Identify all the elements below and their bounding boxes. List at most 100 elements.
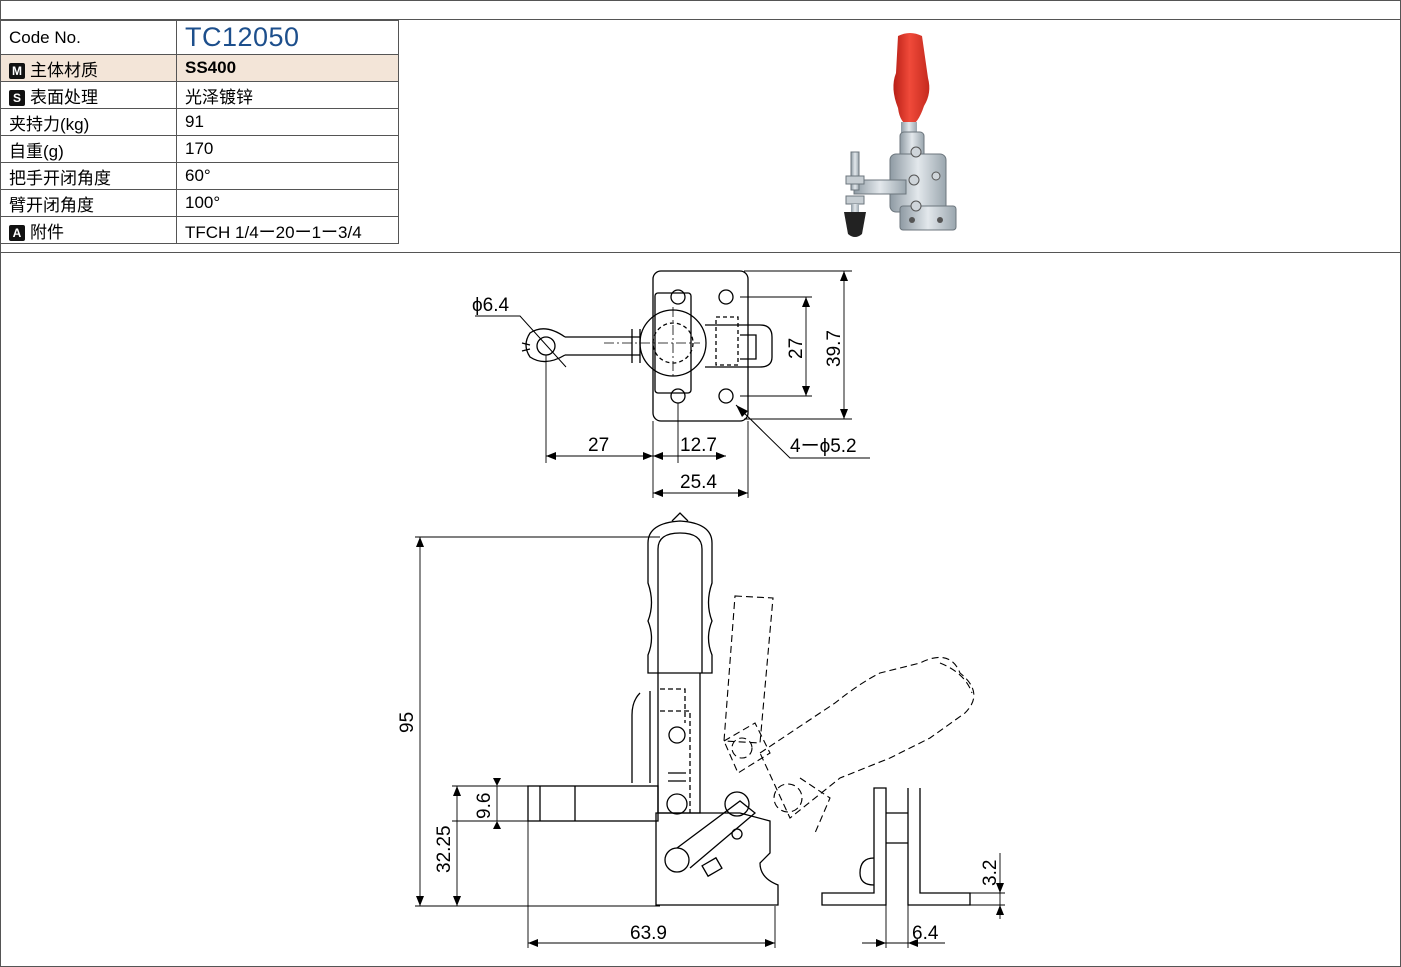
side-view [415, 512, 975, 948]
badge-a-icon: A [9, 224, 25, 241]
rubber-tip [844, 212, 866, 237]
ext-line [740, 296, 812, 397]
ext-line [885, 905, 909, 948]
dim-25-4: 25.4 [680, 472, 717, 493]
dim-27-horizontal: 27 [588, 435, 609, 456]
dim-6-4: 6.4 [912, 923, 939, 944]
ext-line [527, 821, 776, 948]
spec-value: 60° [176, 162, 399, 190]
leader-line [735, 404, 870, 459]
top-divider [0, 19, 1401, 20]
ext-line [545, 355, 749, 498]
top-arm [565, 336, 640, 356]
slot-mark [521, 342, 531, 352]
end-link [886, 812, 908, 844]
ext-line [452, 785, 528, 822]
spindle-nut [845, 175, 865, 185]
spec-value: TFCH 1/4ー20ー1ー3/4 [176, 216, 399, 244]
pivot-icon [668, 726, 686, 744]
tick-mark [668, 772, 686, 782]
grip-tip [671, 512, 689, 522]
spec-label: 臂开闭角度 [0, 189, 177, 217]
phantom-handle [723, 595, 975, 834]
pivot-icon [910, 146, 922, 158]
spec-row-weight: 自重(g) 170 [0, 135, 399, 163]
top-handle-loop [705, 324, 773, 368]
spec-label: 自重(g) [0, 135, 177, 163]
centerline [604, 307, 700, 377]
side-grip-inner [657, 532, 703, 673]
leader-line [475, 315, 567, 368]
side-arm [527, 785, 659, 822]
side-hidden [660, 688, 691, 813]
spec-label: 夹持力(kg) [0, 108, 177, 136]
technical-drawing: ϕ6.4 27 39.7 27 12.7 25.4 4ーϕ5.2 95 9.6 … [397, 270, 1005, 948]
spec-row-code: Code No. TC12050 [0, 20, 399, 55]
mount-hole-icon [670, 388, 686, 404]
grip-neck [901, 122, 917, 134]
dim-39-7: 39.7 [824, 330, 845, 367]
dim-95: 95 [397, 712, 418, 733]
pivot-icon [724, 791, 750, 817]
ext-line [970, 892, 1005, 906]
pivot-icon [666, 793, 688, 815]
section-divider [0, 252, 1401, 253]
side-bracket [631, 691, 651, 783]
product-photo [844, 33, 957, 237]
dim-27-vertical: 27 [786, 338, 807, 359]
pivot-icon [908, 174, 920, 186]
mount-hole-icon [718, 289, 734, 305]
dim-63-9: 63.9 [630, 923, 667, 944]
side-grip [647, 520, 713, 674]
ext-line [744, 270, 852, 420]
spec-value: SS400 [176, 54, 399, 82]
stop-block [701, 856, 723, 878]
spec-row-force: 夹持力(kg) 91 [0, 108, 399, 136]
dim-32-25: 32.25 [434, 825, 455, 873]
dim-3-2: 3.2 [980, 860, 1001, 886]
spec-value: 光泽镀锌 [176, 81, 399, 109]
badge-s-icon: S [9, 89, 25, 106]
spec-value: TC12050 [176, 20, 399, 55]
mount-hole-icon [718, 388, 734, 404]
spec-label: 把手开闭角度 [0, 162, 177, 190]
top-hidden-link [715, 316, 739, 366]
mount-hole-icon [937, 217, 943, 223]
top-arm-end [631, 329, 641, 363]
spindle-nut [845, 195, 865, 205]
base-plate [899, 205, 957, 231]
side-base-body [655, 812, 779, 906]
mount-hole-icon [909, 217, 915, 223]
spindle-tip [851, 204, 859, 212]
spec-row-arm-angle: 臂开闭角度 100° [0, 189, 399, 217]
dim-9-6: 9.6 [474, 793, 495, 819]
side-arm-step [539, 786, 576, 821]
spindle-eye [525, 328, 566, 363]
spec-value: 100° [176, 189, 399, 217]
code-number: TC12050 [185, 22, 300, 52]
mount-hole-icon [670, 289, 686, 305]
spec-label: Code No. [0, 20, 177, 55]
side-link [676, 800, 757, 869]
pivot-icon [664, 847, 690, 873]
spec-value: 170 [176, 135, 399, 163]
spec-row-handle-angle: 把手开闭角度 60° [0, 162, 399, 190]
dim-phi-6-4: ϕ6.4 [472, 295, 509, 316]
ext-line [415, 536, 660, 907]
end-bracket-right [907, 788, 971, 906]
red-grip [893, 33, 930, 126]
badge-m-icon: M [9, 62, 25, 79]
end-bracket-left [821, 787, 887, 906]
pivot-icon [910, 200, 922, 212]
pivot-icon [931, 171, 941, 181]
dim-holes: 4ーϕ5.2 [790, 436, 857, 457]
top-link [740, 334, 757, 360]
spindle-thread [850, 151, 860, 191]
arrowheads [416, 271, 1004, 947]
dim-12-7: 12.7 [680, 435, 717, 456]
